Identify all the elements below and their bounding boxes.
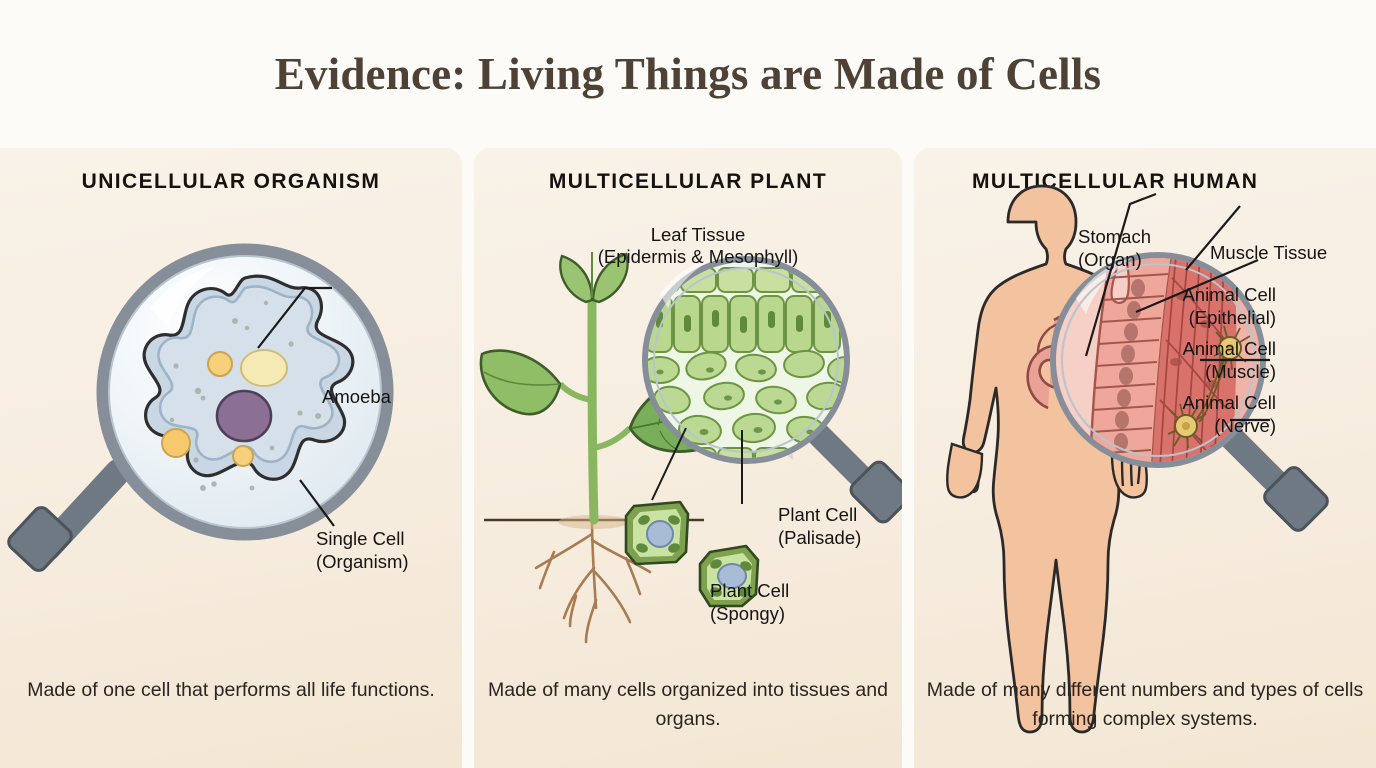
leader-line-muscle-tissue <box>1185 205 1241 271</box>
leaf-top <box>559 252 629 304</box>
amoeba-illustration <box>7 243 394 572</box>
label-muscle-tissue: Muscle Tissue <box>1210 242 1328 263</box>
organelle-speckles <box>169 300 321 491</box>
gastric-pit <box>1110 258 1130 304</box>
epithelial-nuclei <box>1114 279 1145 451</box>
vacuole <box>232 445 254 467</box>
panel-multicellular-human: MULTICELLULAR HUMAN <box>914 148 1376 768</box>
leader-line-palisade <box>651 427 687 501</box>
leader-line-stomach <box>1084 192 1157 357</box>
vacuole <box>207 351 233 377</box>
isolated-plant-cell-spongy <box>698 544 760 608</box>
amoeba-nucleus <box>215 389 273 443</box>
panel-unicellular-organism: UNICELLULAR ORGANISM <box>0 148 462 768</box>
leaf-stalk-left <box>557 381 593 403</box>
vacuole <box>161 428 191 458</box>
panel-multicellular-plant: MULTICELLULAR PLANT <box>474 148 902 768</box>
caption-plant: Made of many cells organized into tissue… <box>488 679 888 730</box>
label-plant-cell-spongy: Plant Cell (Spongy) <box>710 580 790 624</box>
label-animal-cell-muscle: Animal Cell (Muscle) <box>1182 338 1276 382</box>
label-animal-cell-epithelial: Animal Cell (Epithelial) <box>1182 284 1276 328</box>
leaf-stalk-right <box>591 425 633 451</box>
vacuole <box>240 349 288 387</box>
leader-line-single-cell <box>299 479 335 527</box>
isolated-plant-cell-palisade <box>624 500 690 566</box>
amoeba-cell <box>142 274 355 491</box>
caption-human: Made of many different numbers and types… <box>926 679 1364 730</box>
lens-glare <box>150 266 216 326</box>
plant-illustration <box>479 252 902 644</box>
leader-line-epithelial <box>1135 258 1259 314</box>
lens-glare <box>660 260 710 308</box>
plant-stem <box>587 293 599 525</box>
label-single-cell: Single Cell (Organism) <box>316 528 409 572</box>
muscle-layer <box>1152 258 1237 462</box>
caption-unicellular: Made of one cell that performs all life … <box>27 679 435 701</box>
label-animal-cell-nerve: Animal Cell (Nerve) <box>1182 392 1276 436</box>
label-leaf-tissue: Leaf Tissue (Epidermis & Mesophyll) <box>597 224 799 268</box>
human-illustration <box>946 184 1329 734</box>
leader-line-amoeba <box>257 286 332 349</box>
magnifier-handle-icon <box>802 418 902 524</box>
page-title: Evidence: Living Things are Made of Cell… <box>274 49 1102 99</box>
label-stomach: Stomach (Organ) <box>1078 226 1152 270</box>
magnifier-handle-icon <box>1213 419 1329 532</box>
lens-glare <box>1076 258 1132 314</box>
nucleus <box>717 563 747 589</box>
leaf-left <box>479 349 562 416</box>
magnifier-handle-icon <box>7 459 131 572</box>
label-plant-cell-palisade: Plant Cell (Palisade) <box>778 504 862 548</box>
plant-roots <box>534 518 652 644</box>
panel-header-plant: MULTICELLULAR PLANT <box>548 170 828 193</box>
nucleus <box>646 520 674 548</box>
label-amoeba: Amoeba <box>322 386 391 407</box>
panel-header-unicellular: UNICELLULAR ORGANISM <box>81 170 381 193</box>
palisade-layer <box>648 295 841 353</box>
